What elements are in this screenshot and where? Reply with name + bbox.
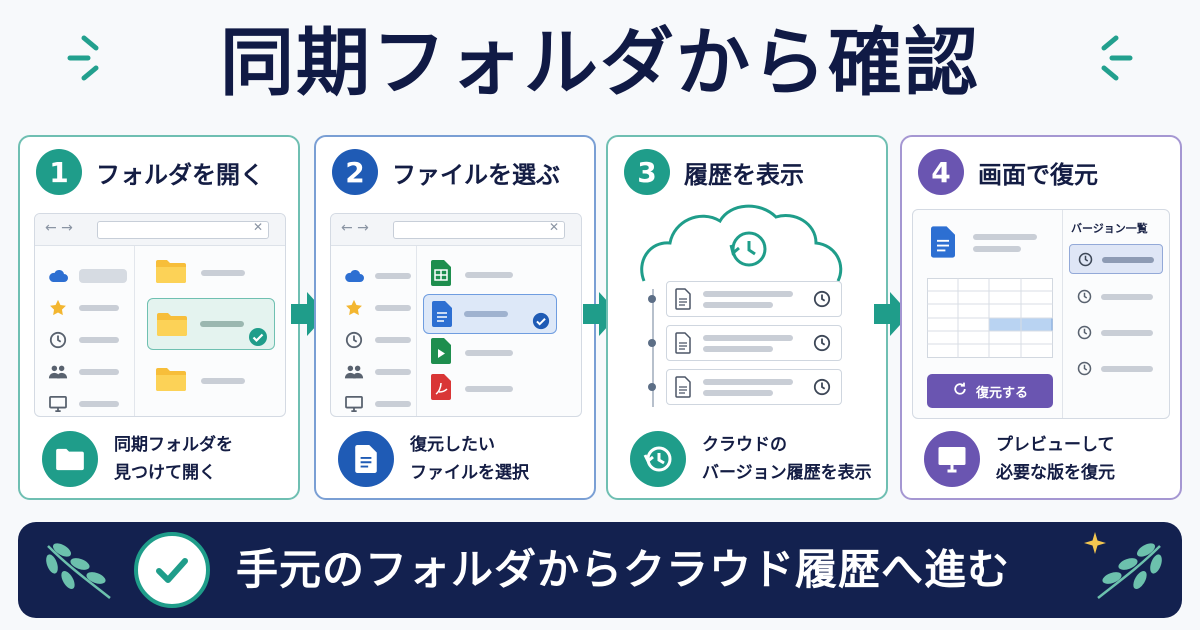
document-icon: [338, 431, 394, 487]
version-list-item-selected[interactable]: [1069, 244, 1163, 274]
step-card-4: 4 画面で復元 復元する バージョン一覧: [900, 135, 1182, 500]
arrow-right-icon: [583, 292, 619, 336]
file-explorer-mock: ← → ✕: [330, 213, 582, 417]
step-number-badge: 2: [332, 149, 378, 195]
restore-preview-mock: 復元する バージョン一覧: [912, 209, 1170, 419]
cloud-icon: [343, 265, 365, 287]
summary-banner: 手元のフォルダからクラウド履歴へ進む: [18, 522, 1182, 618]
step-caption-line: 同期フォルダを: [114, 435, 233, 455]
refresh-icon: [952, 381, 968, 401]
version-list-item[interactable]: [1069, 354, 1163, 384]
document-icon: [931, 226, 955, 262]
step-caption-line: クラウドの: [702, 435, 787, 455]
page-title: 同期フォルダから確認: [220, 20, 980, 106]
history-icon: [630, 431, 686, 487]
document-outline-icon: [675, 288, 691, 314]
sparkle-icon: [1084, 532, 1106, 554]
nav-arrows-icon: ← →: [45, 220, 73, 236]
selected-folder-row[interactable]: [147, 298, 275, 350]
step-caption-line: プレビューして: [996, 435, 1115, 455]
clock-icon: [813, 290, 831, 312]
close-icon: ✕: [548, 220, 559, 234]
cloud-icon: [47, 265, 69, 287]
video-file-icon: [431, 338, 451, 368]
restore-button[interactable]: 復元する: [927, 374, 1053, 408]
step-card-1: 1 フォルダを開く ← → ✕ 同期フォルダを見つけて開く: [18, 135, 300, 500]
spreadsheet-icon: [431, 260, 451, 290]
document-icon: [432, 301, 452, 331]
document-outline-icon: [675, 332, 691, 358]
clock-icon: [813, 378, 831, 400]
sparkle-right-icon: [1101, 35, 1133, 81]
step-number-badge: 3: [624, 149, 670, 195]
step-number-badge: 1: [36, 149, 82, 195]
version-list-panel: バージョン一覧: [1063, 210, 1169, 418]
star-icon: [343, 297, 365, 319]
leaf-branch-right-icon: [1097, 543, 1162, 599]
version-list-item[interactable]: [1069, 318, 1163, 348]
address-bar: ✕: [393, 220, 565, 239]
version-list-title: バージョン一覧: [1071, 222, 1148, 235]
step-title: ファイルを選ぶ: [392, 160, 560, 189]
nav-arrows-icon: ← →: [341, 220, 369, 236]
clock-icon: [813, 334, 831, 356]
monitor-icon: [343, 393, 365, 415]
clock-icon: [1078, 252, 1093, 271]
step-card-3: 3 履歴を表示 ク: [606, 135, 888, 500]
people-icon: [47, 361, 69, 383]
document-preview: 復元する: [913, 210, 1063, 418]
sparkle-left-icon: [67, 35, 99, 81]
leaf-branch-left-icon: [46, 543, 111, 599]
folder-icon: [155, 258, 187, 288]
pdf-file-icon: [431, 374, 451, 404]
clock-icon: [47, 329, 69, 351]
step-caption-line: 見つけて開く: [114, 463, 216, 483]
people-icon: [343, 361, 365, 383]
version-row[interactable]: [648, 281, 842, 317]
folder-icon: [42, 431, 98, 487]
version-list-item[interactable]: [1069, 282, 1163, 312]
step-caption-line: 必要な版を復元: [996, 463, 1115, 483]
check-icon: [532, 312, 550, 334]
folder-icon: [155, 366, 187, 396]
step-title: フォルダを開く: [96, 160, 264, 189]
step-title: 画面で復元: [978, 160, 1098, 189]
step-caption-line: バージョン履歴を表示: [702, 463, 872, 483]
clock-icon: [1077, 361, 1092, 380]
version-row[interactable]: [648, 369, 842, 405]
step-caption-line: ファイルを選択: [410, 463, 529, 483]
check-icon: [248, 327, 268, 351]
clock-icon: [1077, 325, 1092, 344]
version-row[interactable]: [648, 325, 842, 361]
clock-icon: [1077, 289, 1092, 308]
monitor-icon: [47, 393, 69, 415]
selected-file-row[interactable]: [423, 294, 557, 334]
monitor-icon: [924, 431, 980, 487]
restore-button-label: 復元する: [975, 385, 1028, 401]
arrow-right-icon: [291, 292, 327, 336]
file-explorer-mock: ← → ✕: [34, 213, 286, 417]
step-card-2: 2 ファイルを選ぶ ← → ✕ 復元したいファイルを選択: [314, 135, 596, 500]
close-icon: ✕: [252, 220, 263, 234]
address-bar: ✕: [97, 220, 269, 239]
step-caption-line: 復元したい: [410, 435, 495, 455]
banner-text: 手元のフォルダからクラウド履歴へ進む: [236, 545, 1011, 594]
document-outline-icon: [675, 376, 691, 402]
check-icon: [134, 532, 210, 608]
cloud-history-icon: [640, 204, 843, 282]
table-preview: [927, 278, 1053, 358]
clock-icon: [343, 329, 365, 351]
step-title: 履歴を表示: [684, 160, 804, 189]
folder-icon: [156, 311, 188, 341]
star-icon: [47, 297, 69, 319]
arrow-right-icon: [874, 292, 910, 336]
version-history-list: [636, 279, 844, 419]
step-number-badge: 4: [918, 149, 964, 195]
